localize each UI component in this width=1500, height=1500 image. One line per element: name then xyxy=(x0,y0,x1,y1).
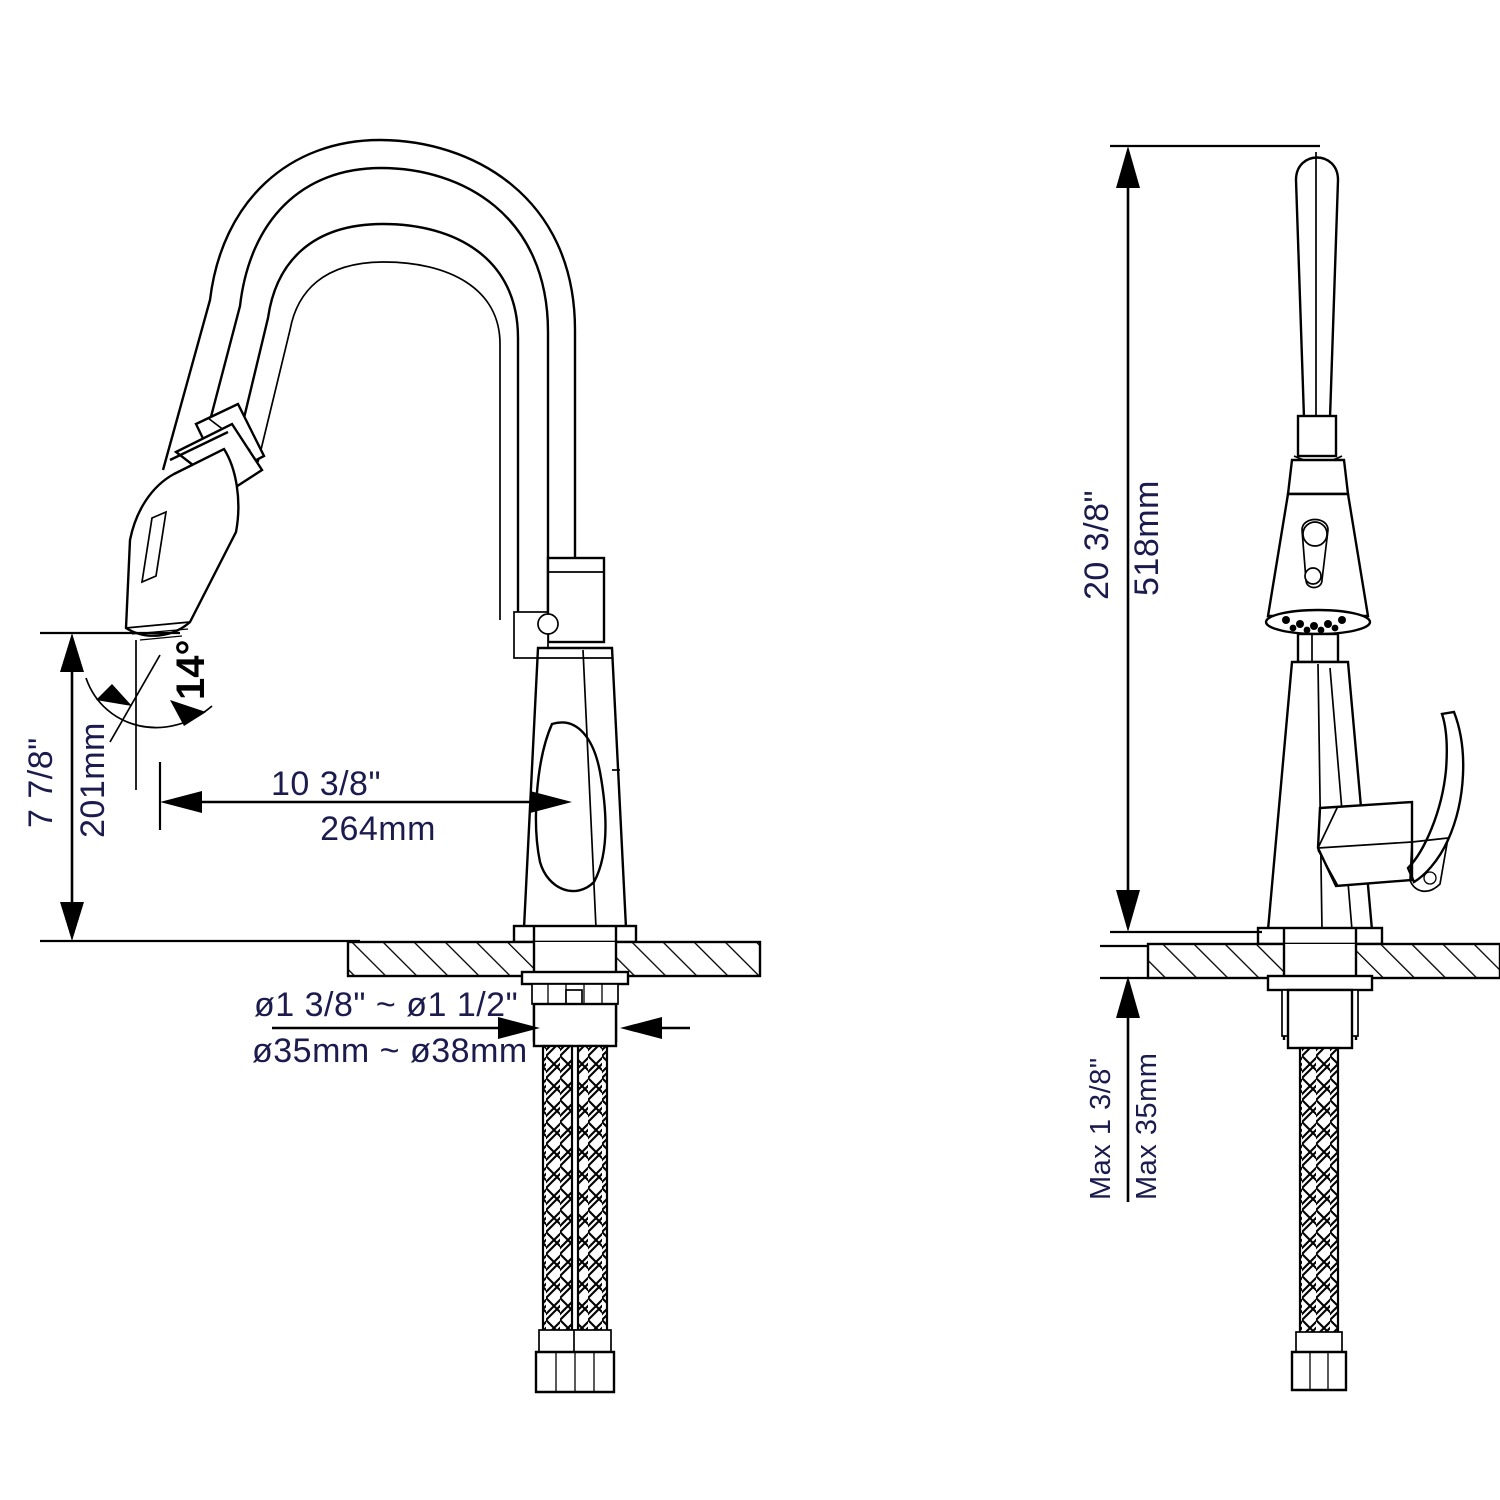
max-deck-metric: Max 35mm xyxy=(1131,1053,1163,1200)
spray-angle-label: 14° xyxy=(169,640,213,701)
dimension-mounting-hole: ø1 3/8" ~ ø1 1/2" ø35mm ~ ø38mm xyxy=(252,986,690,1070)
base-escutcheon xyxy=(512,924,638,944)
max-deck-imperial: Max 1 3/8" xyxy=(1085,1057,1117,1200)
dimension-spout-height: 7 7/8" 201mm xyxy=(22,631,360,943)
front-supply-hose xyxy=(1290,1046,1348,1392)
spout-reach-imperial: 10 3/8" xyxy=(271,765,381,803)
front-mounting-shank xyxy=(1266,928,1374,1050)
mounting-hole-metric: ø35mm ~ ø38mm xyxy=(252,1032,528,1070)
faucet-body xyxy=(522,646,628,930)
overall-height-metric: 518mm xyxy=(1128,480,1166,596)
front-sprayer-head xyxy=(1264,492,1372,636)
spout-height-imperial: 7 7/8" xyxy=(22,737,60,828)
dimension-spout-reach: 10 3/8" 264mm xyxy=(158,762,572,848)
dimension-max-deck-thickness: Max 1 3/8" Max 35mm xyxy=(1085,944,1163,1202)
front-view-faucet xyxy=(1146,152,1500,1392)
dimension-overall-height: 20 3/8" 518mm xyxy=(1078,144,1320,934)
side-nub xyxy=(513,611,559,659)
mounting-shank xyxy=(520,926,630,1048)
spout-reach-metric: 264mm xyxy=(320,810,436,848)
spout-height-metric: 201mm xyxy=(74,722,112,838)
dimension-spray-angle: 14° xyxy=(85,640,213,790)
overall-height-imperial: 20 3/8" xyxy=(1078,490,1116,600)
supply-hoses xyxy=(534,1044,616,1394)
lever-handle xyxy=(1316,710,1465,893)
mounting-hole-imperial: ø1 3/8" ~ ø1 1/2" xyxy=(254,986,518,1024)
side-view-faucet xyxy=(124,138,762,1394)
sprayer-head xyxy=(124,422,264,641)
aerator-nozzles xyxy=(1282,616,1346,634)
